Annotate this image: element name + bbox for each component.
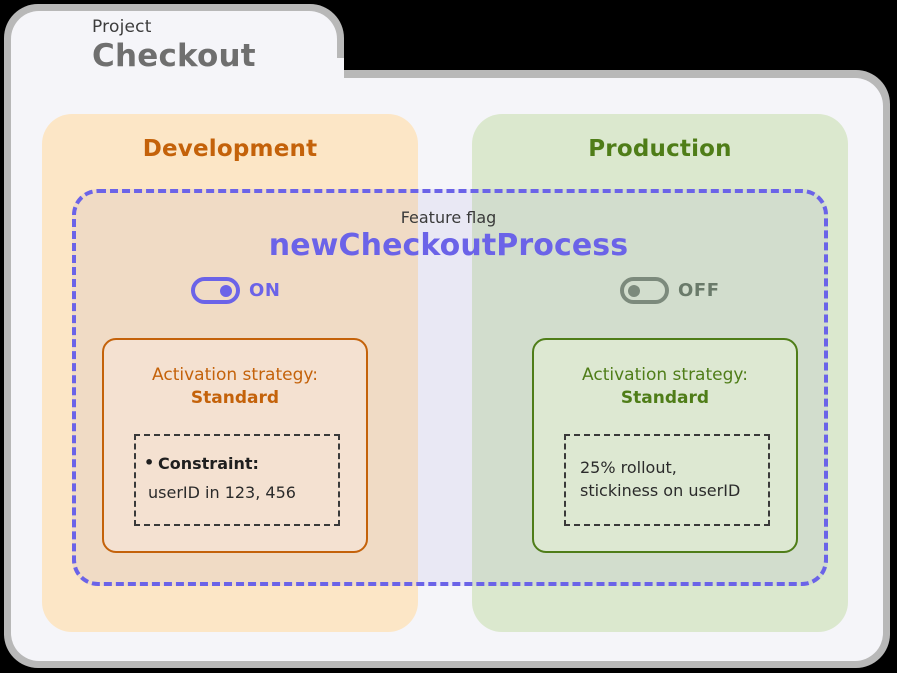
strategy-label-development: Activation strategy:: [152, 365, 318, 385]
feature-flag-kicker-label: Feature flag: [400, 208, 497, 227]
feature-flag-name: newCheckoutProcess: [268, 228, 629, 263]
strategy-detail-box-development: Constraint: userID in 123, 456: [134, 434, 340, 526]
project-name: Checkout: [92, 37, 256, 74]
environment-title-production: Production: [588, 136, 732, 162]
strategy-value-development: Standard: [190, 387, 280, 408]
toggle-state-label-development: ON: [249, 280, 281, 301]
toggle-knob: [628, 284, 640, 297]
strategy-detail-box-production: 25% rollout, stickiness on userID: [564, 434, 770, 526]
project-heading: Project Checkout: [92, 17, 256, 74]
toggle-state-label-production: OFF: [678, 280, 720, 301]
strategy-card-production[interactable]: Activation strategy: Standard 25% rollou…: [532, 338, 798, 553]
strategy-value-production: Standard: [620, 387, 710, 408]
project-card-notch: [296, 58, 344, 88]
strategy-card-development[interactable]: Activation strategy: Standard Constraint…: [102, 338, 368, 553]
constraint-value: userID in 123, 456: [148, 483, 296, 502]
rollout-description: 25% rollout, stickiness on userID: [580, 456, 768, 502]
project-kicker-label: Project: [92, 17, 152, 37]
toggle-row-development[interactable]: ON: [191, 277, 281, 304]
rollout-line-1: 25% rollout,: [580, 458, 677, 477]
strategy-heading-development: Activation strategy: Standard: [104, 364, 366, 410]
feature-toggle-development[interactable]: [191, 277, 240, 304]
strategy-label-production: Activation strategy:: [582, 365, 748, 385]
rollout-line-2: stickiness on userID: [580, 481, 741, 501]
strategy-heading-production: Activation strategy: Standard: [534, 364, 796, 410]
toggle-knob: [220, 284, 232, 297]
constraint-bullet-label: Constraint:: [144, 453, 338, 473]
toggle-row-production[interactable]: OFF: [620, 277, 720, 304]
feature-toggle-production[interactable]: [620, 277, 669, 304]
environment-title-development: Development: [142, 136, 318, 162]
